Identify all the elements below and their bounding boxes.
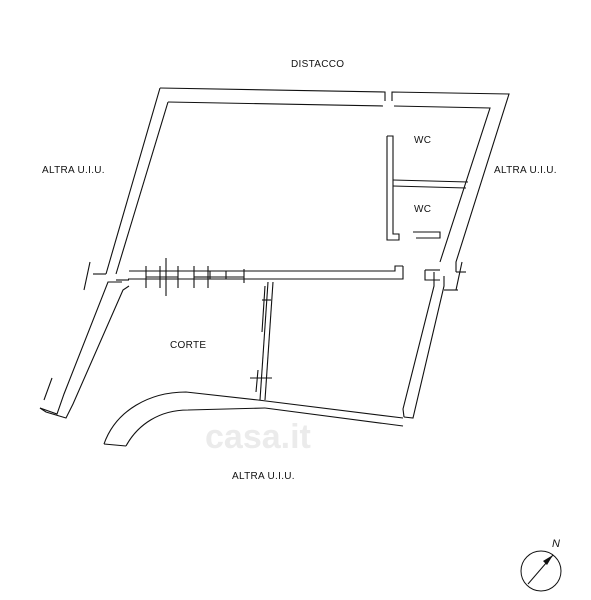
label-altra-uiu-left: ALTRA U.I.U. (42, 165, 105, 176)
wc-walls (386, 135, 469, 241)
watermark-logo: casa.it (205, 418, 311, 456)
north-compass (520, 550, 562, 592)
left-walls (39, 261, 466, 419)
central-partition (128, 258, 440, 296)
label-wc-upper: WC (414, 135, 432, 146)
label-distacco: DISTACCO (291, 59, 345, 70)
label-altra-uiu-right: ALTRA U.I.U. (494, 165, 557, 176)
corte-divider (250, 281, 404, 427)
label-corte: CORTE (170, 340, 207, 351)
label-wc-lower: WC (414, 204, 432, 215)
curved-wall (103, 391, 266, 447)
label-altra-uiu-bottom: ALTRA U.I.U. (232, 471, 295, 482)
outer-wall (105, 87, 510, 419)
compass-north-label: N (552, 538, 560, 550)
